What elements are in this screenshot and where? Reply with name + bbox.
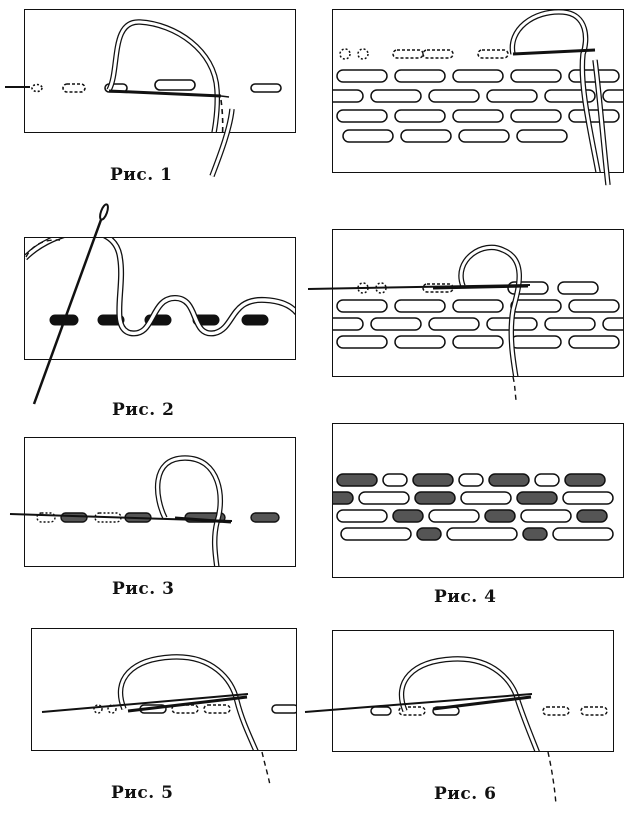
figure-4-panel-bottom	[332, 423, 624, 578]
figure-3-panel	[24, 437, 296, 567]
figure-4-panel-top	[332, 9, 624, 173]
figure-5-panel	[31, 628, 297, 751]
figure-4b-illustration	[333, 244, 623, 376]
figure-4a-illustration	[333, 10, 623, 172]
caption-fig-2: Рис. 2	[112, 400, 175, 420]
figure-1-panel	[24, 9, 296, 133]
figure-5-illustration	[93, 654, 296, 750]
figure-4-panel-middle	[332, 229, 624, 377]
caption-fig-1: Рис. 1	[110, 165, 173, 185]
figure-2-illustration	[25, 238, 295, 337]
caption-fig-6: Рис. 6	[434, 784, 497, 804]
figure-2-panel	[24, 237, 296, 360]
figure-1-illustration	[31, 19, 282, 132]
caption-fig-5: Рис. 5	[111, 783, 174, 803]
figure-6-panel	[332, 630, 614, 752]
figure-4c-illustration	[333, 473, 614, 541]
caption-fig-4: Рис. 4	[434, 587, 497, 607]
figure-6-illustration	[370, 656, 608, 751]
figure-3-illustration	[36, 455, 280, 566]
caption-fig-3: Рис. 3	[112, 579, 175, 599]
